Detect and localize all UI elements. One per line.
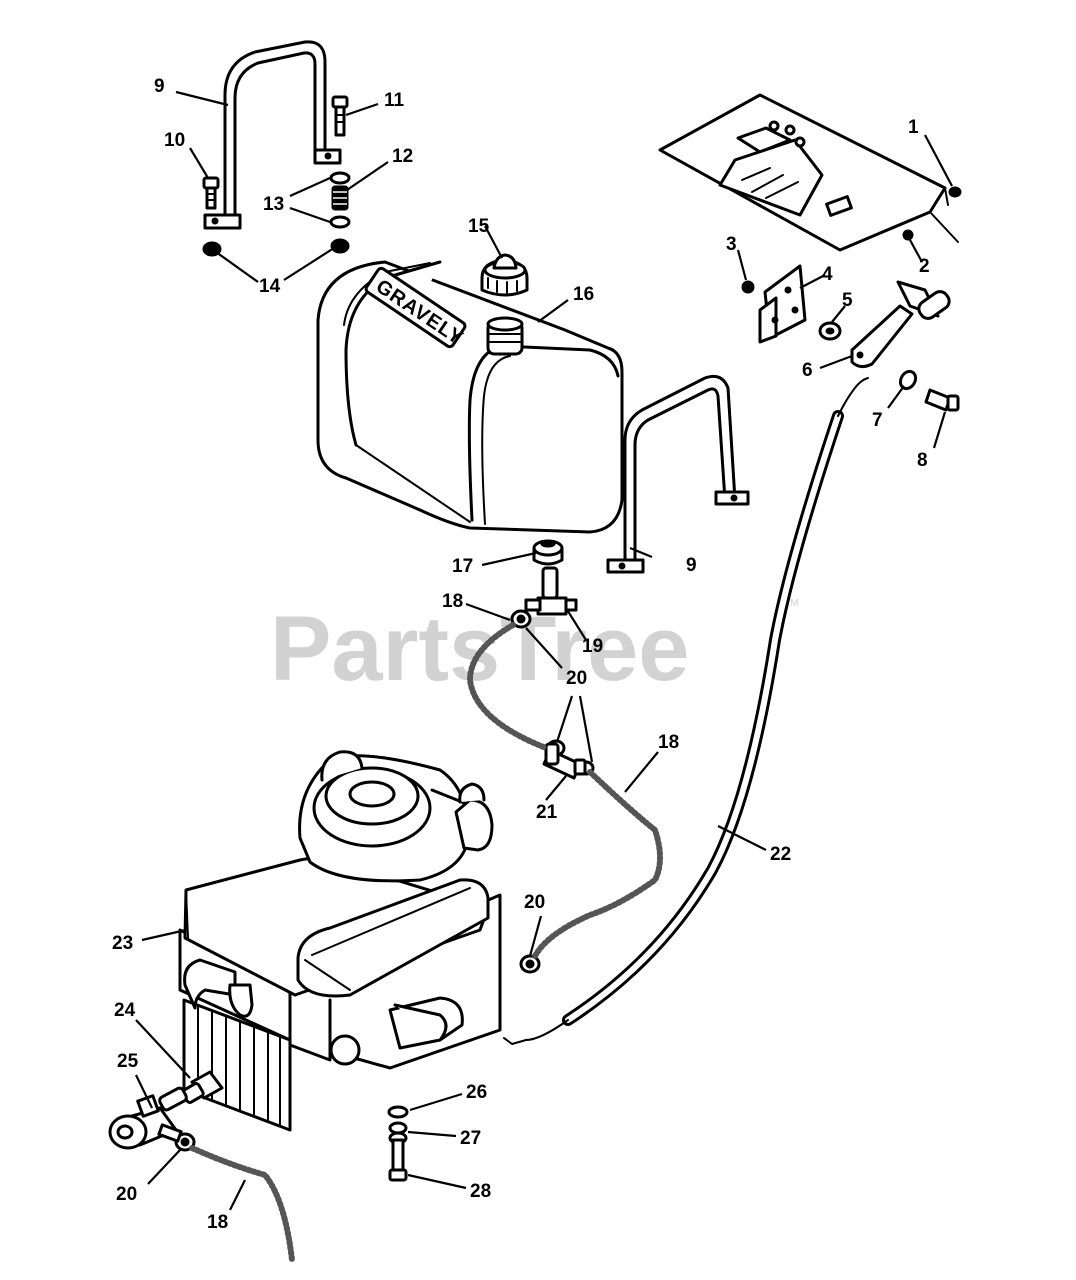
fuel-tank[interactable]: GRAVELY bbox=[316, 260, 624, 534]
callout-26[interactable]: 26 bbox=[466, 1082, 487, 1103]
callout-20-valve[interactable]: 20 bbox=[116, 1184, 137, 1205]
callout-3[interactable]: 3 bbox=[726, 234, 737, 255]
throttle-cable[interactable] bbox=[503, 377, 869, 1045]
watermark: PartsTree TM bbox=[270, 598, 798, 700]
callout-1[interactable]: 1 bbox=[908, 117, 919, 138]
callout-labels: 1 2 3 4 5 6 7 8 9 9 10 11 12 13 14 15 16… bbox=[112, 76, 930, 1233]
callout-18-lower[interactable]: 18 bbox=[207, 1212, 228, 1233]
callout-25[interactable]: 25 bbox=[117, 1051, 139, 1072]
fuel-hose[interactable] bbox=[189, 622, 663, 1263]
callout-5[interactable]: 5 bbox=[842, 290, 853, 311]
bolt-11[interactable] bbox=[331, 95, 349, 137]
callout-13[interactable]: 13 bbox=[263, 194, 284, 215]
ring-7[interactable] bbox=[897, 369, 918, 392]
washer-13[interactable] bbox=[329, 171, 351, 229]
callout-28[interactable]: 28 bbox=[470, 1181, 491, 1202]
callout-22[interactable]: 22 bbox=[770, 844, 791, 865]
hose-clamp-upper[interactable] bbox=[510, 609, 532, 629]
callout-18-middle[interactable]: 18 bbox=[658, 732, 679, 753]
callout-24[interactable]: 24 bbox=[114, 1000, 136, 1021]
washer-26[interactable] bbox=[387, 1105, 409, 1119]
throttle-lever[interactable] bbox=[850, 280, 952, 369]
watermark-tm: TM bbox=[784, 598, 798, 609]
callout-9-lower[interactable]: 9 bbox=[686, 555, 697, 576]
tank-strap-upper[interactable] bbox=[203, 40, 342, 230]
fuel-filter-21[interactable] bbox=[542, 742, 587, 780]
callout-17[interactable]: 17 bbox=[452, 556, 473, 577]
callout-27[interactable]: 27 bbox=[460, 1128, 481, 1149]
shutoff-valve[interactable] bbox=[108, 1086, 188, 1150]
fuel-fitting-19[interactable] bbox=[524, 566, 578, 616]
fuel-cap[interactable] bbox=[480, 253, 529, 297]
callout-15[interactable]: 15 bbox=[468, 216, 490, 237]
callout-8[interactable]: 8 bbox=[917, 450, 928, 471]
spring-12[interactable] bbox=[331, 185, 349, 211]
tank-strap-lower[interactable] bbox=[606, 374, 750, 574]
callout-14[interactable]: 14 bbox=[259, 276, 281, 297]
callout-19[interactable]: 19 bbox=[582, 636, 603, 657]
bolt-28[interactable] bbox=[388, 1138, 408, 1182]
callout-2[interactable]: 2 bbox=[919, 256, 930, 277]
engine[interactable] bbox=[178, 750, 502, 1132]
callout-18-upper[interactable]: 18 bbox=[442, 591, 463, 612]
nut-3[interactable] bbox=[741, 280, 755, 294]
callout-20-middle[interactable]: 20 bbox=[566, 668, 587, 689]
callout-20-lower[interactable]: 20 bbox=[524, 892, 545, 913]
control-plate[interactable] bbox=[658, 93, 959, 252]
bolt-10[interactable] bbox=[202, 176, 220, 210]
throttle-bracket[interactable] bbox=[758, 264, 807, 344]
callout-16[interactable]: 16 bbox=[573, 284, 594, 305]
grommet-17[interactable] bbox=[532, 539, 564, 566]
leader-lines bbox=[135, 90, 953, 1211]
hose-clamp-lower[interactable] bbox=[519, 954, 541, 974]
screw-1[interactable] bbox=[948, 186, 962, 198]
nut-2[interactable] bbox=[902, 229, 914, 241]
bolt-8[interactable] bbox=[924, 388, 960, 412]
callout-4[interactable]: 4 bbox=[822, 264, 833, 285]
washer-5[interactable] bbox=[818, 321, 842, 341]
callout-23[interactable]: 23 bbox=[112, 933, 133, 954]
callout-10[interactable]: 10 bbox=[164, 130, 185, 151]
callout-21[interactable]: 21 bbox=[536, 802, 558, 823]
callout-9-upper[interactable]: 9 bbox=[154, 76, 165, 97]
callout-12[interactable]: 12 bbox=[392, 146, 413, 167]
callout-7[interactable]: 7 bbox=[872, 410, 883, 431]
callout-6[interactable]: 6 bbox=[802, 360, 813, 381]
callout-11[interactable]: 11 bbox=[384, 90, 405, 111]
